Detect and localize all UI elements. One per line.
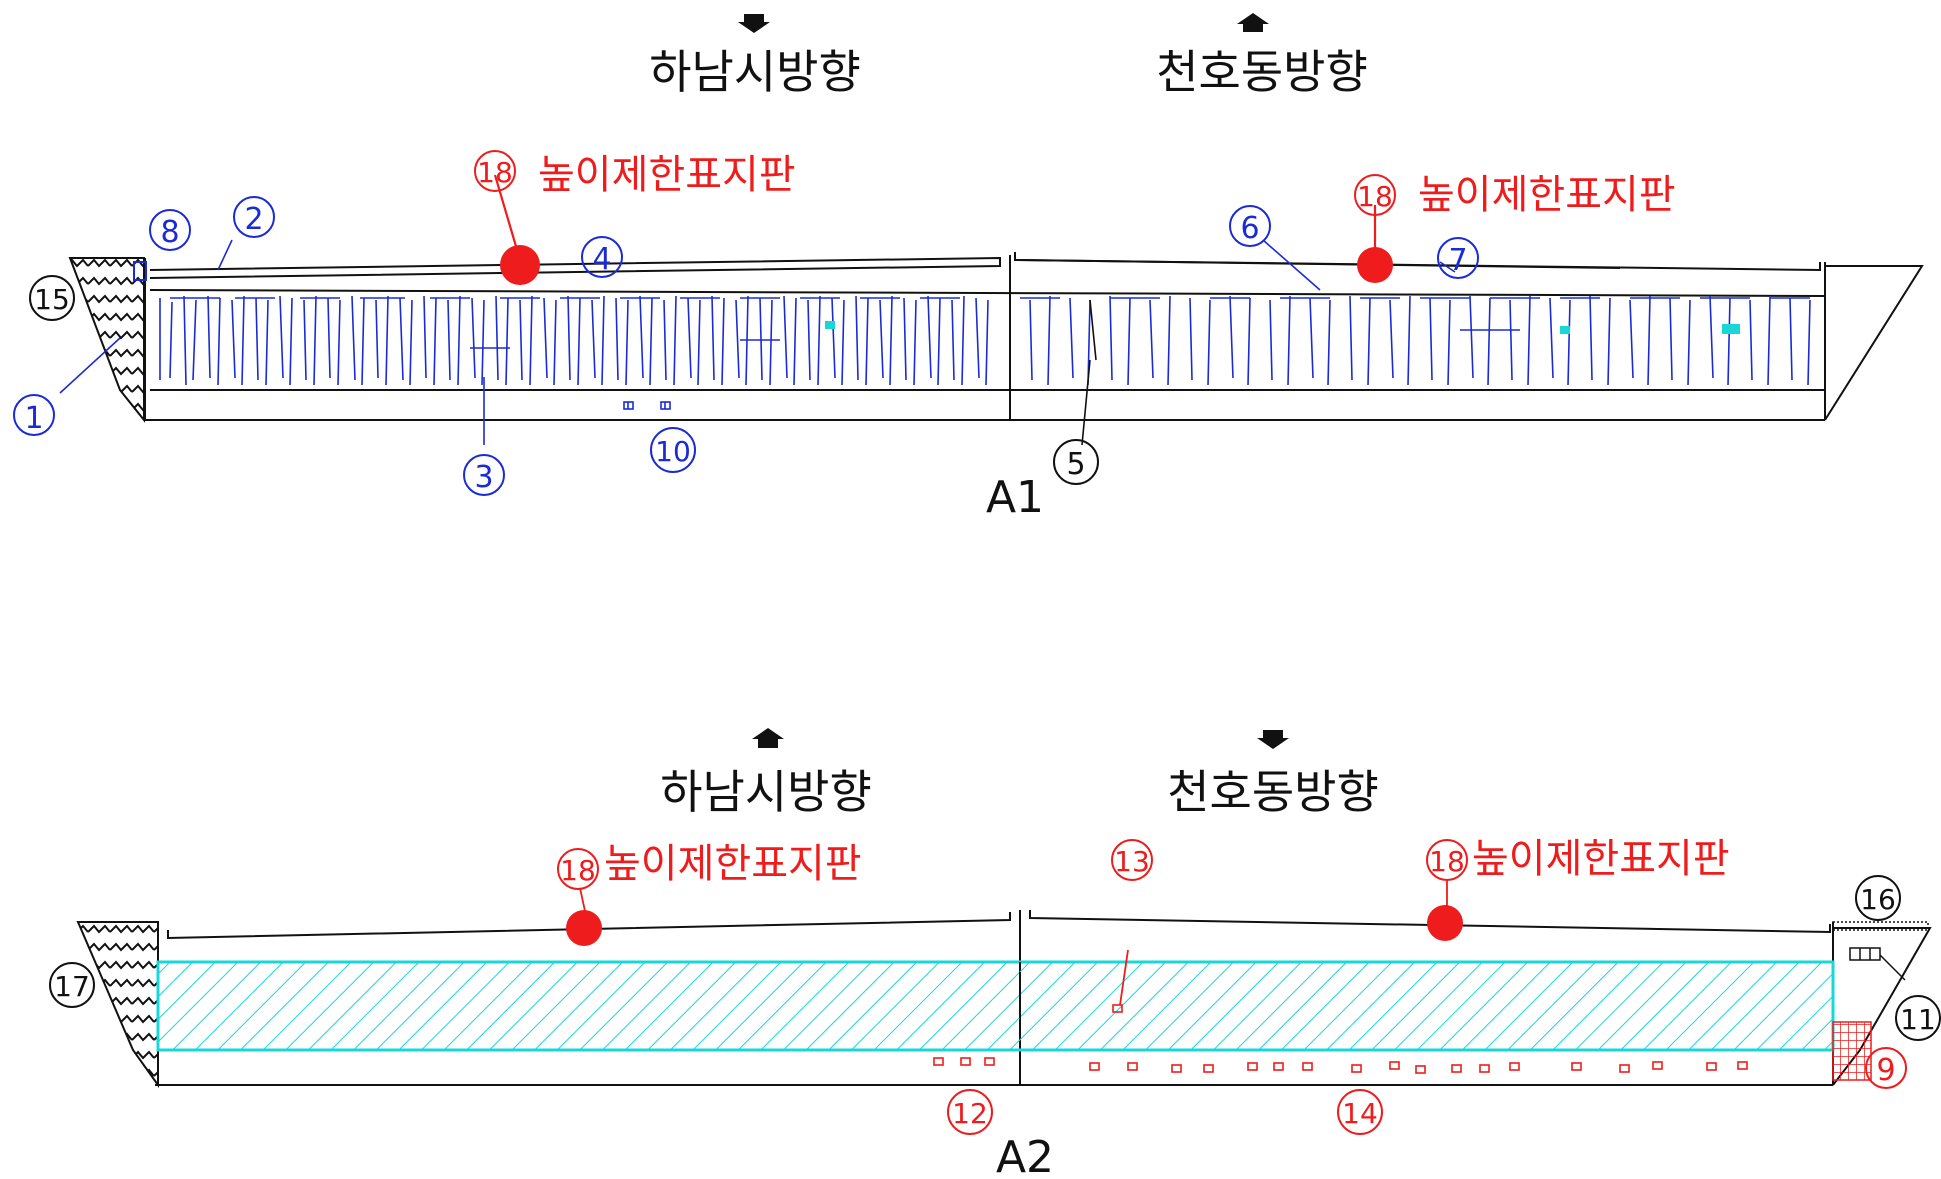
svg-text:18: 18 — [477, 156, 513, 189]
a2-direction-right: 천호동방향 — [1167, 765, 1379, 819]
svg-text:7: 7 — [1448, 243, 1467, 278]
svg-text:2: 2 — [244, 202, 263, 237]
a1-cyan-patches — [825, 321, 1740, 334]
height-limit-sign-icon — [566, 910, 602, 946]
svg-text:8: 8 — [160, 215, 179, 250]
marker-9: 9 — [1865, 1047, 1907, 1089]
marker-2: 2 — [233, 196, 275, 238]
marker-13: 13 — [1111, 839, 1153, 881]
svg-text:18: 18 — [1429, 845, 1465, 878]
svg-text:17: 17 — [54, 970, 90, 1003]
arrow-down-icon — [1257, 730, 1289, 749]
a2-cyan-hatch-band — [156, 960, 1835, 1052]
a1-deck-outline — [144, 252, 1924, 421]
a2-section-label: A2 — [996, 1132, 1054, 1179]
svg-text:3: 3 — [474, 460, 493, 495]
marker-17: 17 — [49, 962, 95, 1008]
marker-12: 12 — [947, 1089, 993, 1135]
marker-5: 5 — [1053, 439, 1099, 485]
svg-text:12: 12 — [952, 1097, 988, 1130]
marker-14: 14 — [1337, 1089, 1383, 1135]
marker-7: 7 — [1437, 237, 1479, 279]
height-limit-sign-icon — [1427, 905, 1463, 941]
svg-text:18: 18 — [560, 854, 596, 887]
marker-11: 11 — [1895, 995, 1941, 1041]
svg-text:15: 15 — [34, 283, 70, 316]
a2-left-abutment — [76, 921, 159, 1089]
svg-text:10: 10 — [655, 435, 691, 468]
marker-16: 16 — [1855, 875, 1901, 921]
svg-text:5: 5 — [1066, 447, 1085, 482]
a1-sign-left-marker: 18 — [474, 150, 516, 192]
a2-railing — [1832, 921, 1929, 931]
a1-crack-pattern — [159, 295, 1811, 386]
a1-blue-devices — [133, 261, 671, 410]
arrow-down-icon — [738, 14, 770, 33]
marker-3: 3 — [463, 454, 505, 496]
a1-left-abutment — [68, 257, 145, 423]
a2-sign-left-marker: 18 — [557, 848, 599, 890]
a1-sign-right-marker: 18 — [1354, 174, 1396, 216]
svg-text:6: 6 — [1240, 211, 1259, 246]
marker-8: 8 — [149, 209, 191, 251]
marker-6: 6 — [1229, 205, 1271, 247]
a1-direction-right: 천호동방향 — [1156, 45, 1368, 99]
a1-sign-right-label: 높이제한표지판 — [1418, 172, 1676, 218]
svg-text:4: 4 — [592, 242, 611, 277]
a2-red-devices — [933, 1004, 1748, 1074]
a2-bearing-box — [1849, 947, 1906, 981]
a2-sign-left-label: 높이제한표지판 — [604, 841, 862, 887]
a2-sign-right-marker: 18 — [1426, 839, 1468, 881]
height-limit-sign-icon — [1357, 247, 1393, 283]
svg-text:14: 14 — [1342, 1097, 1378, 1130]
svg-text:11: 11 — [1900, 1003, 1936, 1036]
marker-15: 15 — [29, 275, 75, 321]
a2-direction-left: 하남시방향 — [660, 765, 872, 819]
section-a2: 하남시방향 천호동방향 — [49, 728, 1941, 1179]
svg-text:16: 16 — [1860, 883, 1896, 916]
a2-sign-right-label: 높이제한표지판 — [1472, 836, 1730, 882]
section-a1: 하남시방향 천호동방향 — [13, 13, 1924, 523]
a1-direction-left: 하남시방향 — [649, 45, 861, 99]
a2-red-grid-patch — [1832, 1021, 1872, 1081]
svg-text:1: 1 — [24, 401, 43, 436]
svg-text:18: 18 — [1357, 180, 1393, 213]
arrow-up-icon — [1237, 13, 1269, 32]
marker-10: 10 — [650, 427, 696, 473]
a1-leader-lines — [59, 174, 1456, 446]
height-limit-sign-icon — [500, 245, 540, 285]
a1-sign-left-label: 높이제한표지판 — [538, 152, 796, 198]
marker-4: 4 — [581, 236, 623, 278]
svg-text:13: 13 — [1114, 845, 1150, 878]
a1-section-label: A1 — [986, 472, 1044, 523]
marker-1: 1 — [13, 394, 55, 436]
svg-text:9: 9 — [1876, 1053, 1895, 1088]
arrow-up-icon — [752, 728, 784, 748]
